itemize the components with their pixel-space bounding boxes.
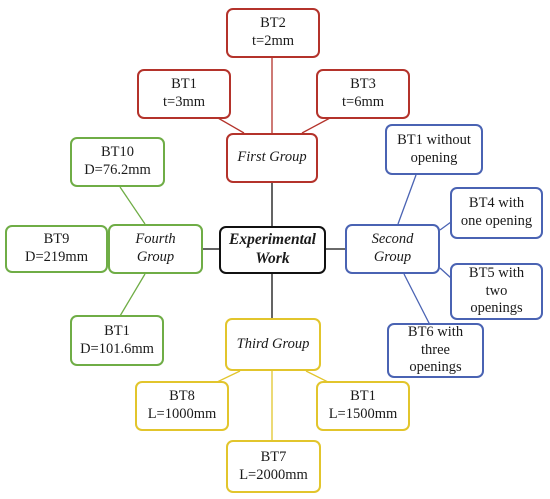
item-name: BT3 xyxy=(350,76,376,93)
item-name: BT7 xyxy=(260,448,287,465)
first-group-node: First Group xyxy=(226,133,318,183)
item-value: D=76.2mm xyxy=(84,162,151,178)
item-line1: BT6 with xyxy=(407,323,464,340)
item-line2: one opening xyxy=(460,213,533,229)
item-name: BT9 xyxy=(43,231,70,248)
item-name: BT10 xyxy=(100,144,135,161)
item-value: L=1000mm xyxy=(147,406,217,422)
fourth-group-label-line2: Group xyxy=(136,249,175,265)
third-group-node: Third Group xyxy=(225,318,321,371)
second-group-item-bt6: BT6 with three openings xyxy=(387,323,484,378)
item-name: BT1 xyxy=(171,76,197,93)
first-group-label: First Group xyxy=(237,149,307,166)
item-line3: openings xyxy=(470,300,523,317)
center-line1: Experimental xyxy=(229,231,316,249)
first-group-item-bt3: BT3 t=6mm xyxy=(316,69,410,119)
item-name: BT1 xyxy=(104,322,130,339)
fourth-group-label-line1: Fourth xyxy=(135,231,176,248)
item-line2: three xyxy=(421,341,450,358)
item-value: t=2mm xyxy=(251,33,294,49)
item-value: D=219mm xyxy=(25,249,88,265)
item-value: D=101.6mm xyxy=(80,340,154,357)
item-line3: openings xyxy=(409,359,462,376)
item-line2: opening xyxy=(410,149,458,166)
edge-first-bt1 xyxy=(217,117,245,134)
item-value: t=6mm xyxy=(341,94,384,110)
edge-first-bt3 xyxy=(301,117,331,134)
edge-second-bt5 xyxy=(439,267,452,279)
second-group-node: Second Group xyxy=(345,224,440,274)
experimental-work-node: Experimental Work xyxy=(219,226,326,274)
first-group-item-bt1: BT1 t=3mm xyxy=(137,69,231,119)
second-group-label-line1: Second xyxy=(371,231,414,248)
first-group-item-bt2: BT2 t=2mm xyxy=(226,8,320,58)
item-value: L=1500mm xyxy=(328,406,398,422)
item-name: BT8 xyxy=(169,388,195,405)
fourth-group-item-bt10: BT10 D=76.2mm xyxy=(70,137,165,187)
second-group-item-bt4: BT4 with one opening xyxy=(450,187,543,239)
item-value: L=2000mm xyxy=(239,466,308,483)
edge-fourth-bt1 xyxy=(119,273,146,317)
third-group-item-bt8: BT8 L=1000mm xyxy=(135,381,229,431)
item-name: BT2 xyxy=(260,15,286,32)
item-line1: BT4 with xyxy=(468,195,525,212)
edge-second-bt6 xyxy=(403,273,431,326)
edge-second-bt4 xyxy=(439,221,452,231)
third-group-item-bt1: BT1 L=1500mm xyxy=(316,381,410,431)
fourth-group-node: Fourth Group xyxy=(108,224,203,274)
second-group-label-line2: Group xyxy=(373,249,412,265)
item-value: t=3mm xyxy=(162,94,205,110)
fourth-group-item-bt9: BT9 D=219mm xyxy=(5,225,108,273)
item-line1: BT1 without xyxy=(397,131,471,148)
edge-second-bt1 xyxy=(397,174,417,225)
third-group-item-bt7: BT7 L=2000mm xyxy=(226,440,321,493)
edge-fourth-bt10 xyxy=(119,186,146,225)
center-line2: Work xyxy=(255,250,290,267)
second-group-item-bt1: BT1 without opening xyxy=(385,124,483,175)
second-group-item-bt5: BT5 with two openings xyxy=(450,263,543,320)
fourth-group-item-bt1: BT1 D=101.6mm xyxy=(70,315,164,366)
third-group-label: Third Group xyxy=(236,335,310,352)
item-line2: two xyxy=(485,282,508,299)
item-line1: BT5 with xyxy=(468,264,525,281)
item-name: BT1 xyxy=(350,388,376,405)
